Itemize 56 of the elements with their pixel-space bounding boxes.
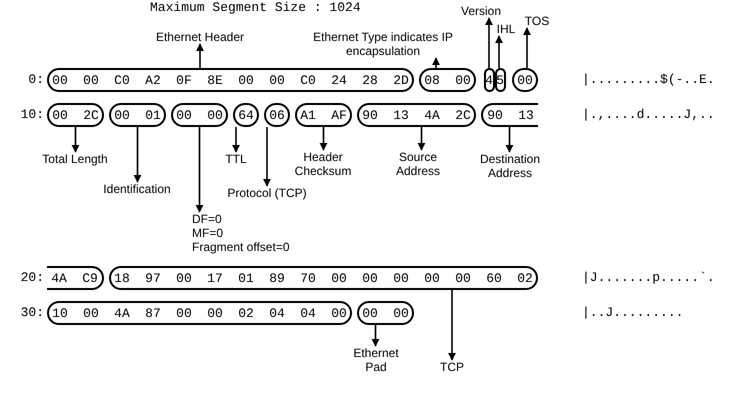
ascii-dump: |.........$(-..E. bbox=[582, 72, 715, 88]
hex-byte-group: 00 00 bbox=[357, 301, 414, 325]
row-offset: 10: bbox=[20, 107, 44, 123]
row-offset: 20: bbox=[20, 270, 44, 286]
field-label: DF=0 MF=0 Fragment offset=0 bbox=[192, 212, 290, 254]
arrow bbox=[495, 35, 503, 68]
hex-byte-group: 00 01 bbox=[109, 103, 166, 127]
field-label: Version bbox=[460, 4, 502, 18]
hex-byte-group: 4A C9 bbox=[47, 266, 104, 290]
field-label: Identification bbox=[103, 182, 171, 196]
arrow bbox=[196, 43, 204, 68]
arrow bbox=[448, 290, 456, 361]
arrow bbox=[506, 127, 514, 153]
field-label: Destination Address bbox=[473, 152, 547, 180]
row-offset: 30: bbox=[20, 305, 44, 321]
hex-byte-group: A1 AF bbox=[295, 103, 352, 127]
field-label: TCP bbox=[440, 360, 464, 374]
arrow bbox=[485, 17, 493, 68]
arrow bbox=[263, 127, 271, 187]
arrow bbox=[196, 127, 204, 213]
hex-byte-group: 10 00 4A 87 00 00 02 04 04 00 bbox=[47, 301, 352, 325]
hex-byte-group: 00 00 bbox=[171, 103, 228, 127]
arrow bbox=[134, 127, 142, 183]
hex-byte-group: 4 bbox=[484, 68, 494, 92]
hex-byte-group: 00 bbox=[512, 68, 538, 92]
hex-byte-group: 00 00 C0 A2 0F 8E 00 00 C0 24 28 2D bbox=[47, 68, 414, 92]
note-text: Maximum Segment Size : 1024 bbox=[150, 0, 361, 16]
field-label: Total Length bbox=[42, 152, 108, 166]
field-label: Ethernet Header bbox=[156, 30, 244, 44]
arrow bbox=[232, 127, 240, 153]
field-label: TOS bbox=[524, 14, 550, 28]
ascii-dump: |J.......p.....`. bbox=[582, 270, 715, 286]
field-label: IHL bbox=[496, 22, 516, 36]
hex-byte-group: 00 2C bbox=[47, 103, 104, 127]
hex-byte-group: 5 bbox=[494, 68, 506, 92]
hex-byte-group: 90 13 bbox=[481, 103, 538, 127]
arrow bbox=[372, 325, 380, 347]
hex-byte-group: 08 00 bbox=[419, 68, 476, 92]
hex-byte-group: 18 97 00 17 01 89 70 00 00 00 00 00 60 02 bbox=[109, 266, 538, 290]
arrow bbox=[72, 127, 80, 153]
row-offset: 0: bbox=[28, 72, 44, 88]
arrow bbox=[418, 127, 426, 151]
field-label: TTL bbox=[225, 152, 247, 166]
ascii-dump: |.,....d.....J,.. bbox=[582, 107, 715, 123]
field-label: Header Checksum bbox=[287, 150, 359, 178]
hex-byte-group: 90 13 4A 2C bbox=[357, 103, 476, 127]
field-label: Ethernet Pad bbox=[348, 346, 404, 374]
arrow bbox=[523, 27, 531, 68]
field-label: Ethernet Type indicates IP encapsulation bbox=[312, 30, 454, 58]
hex-byte-group: 06 bbox=[264, 103, 290, 127]
ascii-dump: |..J......... bbox=[582, 305, 684, 321]
field-label: Protocol (TCP) bbox=[227, 186, 307, 200]
field-label: Source Address bbox=[391, 150, 445, 178]
arrow bbox=[432, 57, 440, 68]
arrow bbox=[320, 127, 328, 151]
hex-byte-group: 64 bbox=[233, 103, 259, 127]
